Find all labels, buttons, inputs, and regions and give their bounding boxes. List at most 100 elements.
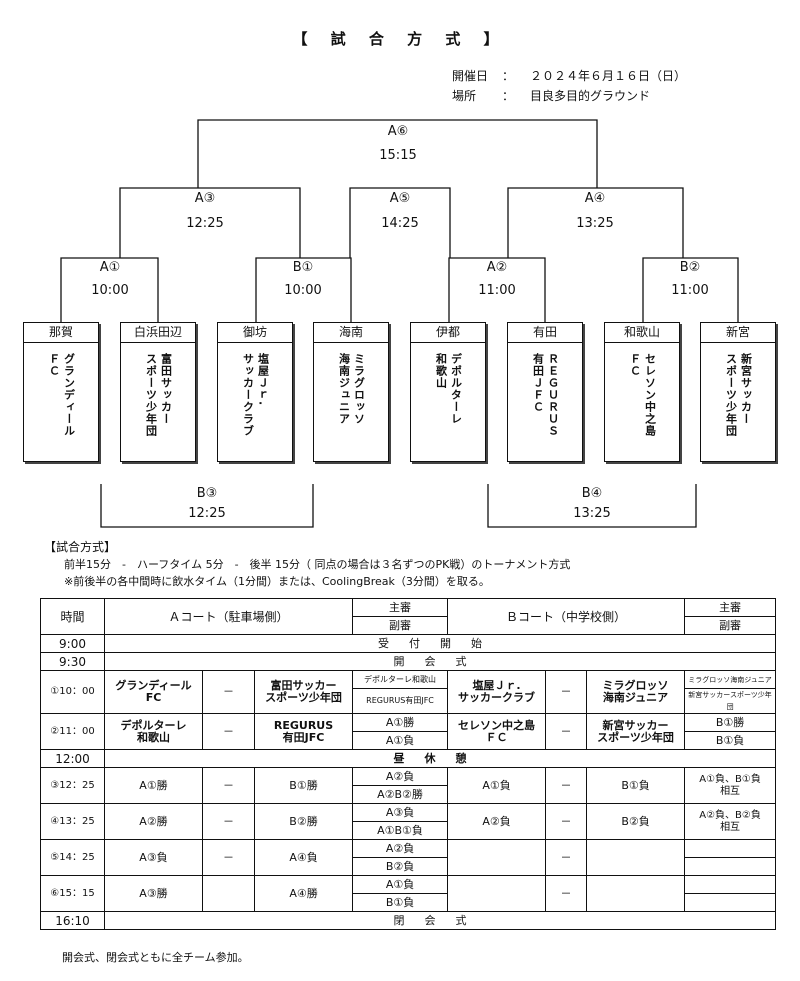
row-1610: 16:10 閉会式 bbox=[40, 911, 777, 930]
b2-bracket-line bbox=[642, 257, 739, 322]
date-row: 開催日 ： ２０２４年６月１６日（日） bbox=[452, 67, 686, 84]
venue-value: 目良多目的グラウンド bbox=[530, 89, 651, 103]
a-sub-referee: REGURUS有田JFC bbox=[352, 688, 449, 714]
time-cell: ①10：00 bbox=[40, 670, 105, 714]
a4-bracket-line bbox=[507, 187, 684, 258]
time-cell: ②11：00 bbox=[40, 713, 105, 750]
team-box-shingu: 新宮 新宮サッカー スポーツ少年団 bbox=[700, 322, 776, 462]
rules-line: 前半15分 - ハーフタイム 5分 - 後半 15分（ 同点の場合は３名ずつのP… bbox=[64, 558, 571, 571]
team-box-gobo: 御坊 塩屋Ｊｒ. サッカークラブ bbox=[217, 322, 293, 462]
footer-note: 開会式、閉会式ともに全チーム参加。 bbox=[62, 951, 249, 964]
b-sub-referee bbox=[684, 857, 777, 876]
team-region: 御坊 bbox=[218, 323, 292, 343]
b-home-team: A①負 bbox=[447, 767, 547, 804]
header-court-b: Ｂコート（中学校側） bbox=[447, 598, 686, 635]
team-name-line: ミラグロッソ bbox=[352, 353, 366, 425]
time-cell: ③12：25 bbox=[40, 767, 105, 804]
time-cell: ④13：25 bbox=[40, 803, 105, 840]
time-cell: 9:30 bbox=[40, 652, 105, 671]
team-region: 那賀 bbox=[24, 323, 98, 343]
match-row-4: ④13：25 A②勝 － B②勝 A③負 A②負 － B②負 A②負、B②負相互 bbox=[40, 803, 777, 840]
team-name: 富田サッカー スポーツ少年団 bbox=[121, 343, 195, 461]
team-name-line: スポーツ少年団 bbox=[724, 353, 738, 437]
r1-a2-label: A② bbox=[486, 260, 508, 275]
team-region: 和歌山 bbox=[605, 323, 679, 343]
match-row-5: ⑤14：25 A③負 － A④負 A②負 － bbox=[40, 839, 777, 876]
b4-bracket-line bbox=[487, 484, 697, 528]
b-referee: A①負、B①負相互 bbox=[684, 767, 777, 804]
schedule-table: 時間 Ａコート（駐車場側） 主審 Ｂコート（中学校側） 主審 副審 副審 9:0… bbox=[40, 598, 777, 930]
a-away-team: A④負 bbox=[253, 839, 354, 876]
consolation-b3-label: B③ bbox=[196, 486, 218, 501]
team-name: 新宮サッカー スポーツ少年団 bbox=[701, 343, 775, 461]
r1-a1-time: 10:00 bbox=[91, 283, 129, 298]
venue-label: 場所 bbox=[452, 89, 477, 103]
final-bracket-line bbox=[197, 119, 598, 188]
date-colon: ： bbox=[502, 69, 515, 83]
b-away-team bbox=[586, 875, 686, 912]
final-match-label: A⑥ bbox=[387, 124, 409, 139]
row-0900: 9:00 受付開始 bbox=[40, 634, 777, 653]
event-cell: 開会式 bbox=[103, 652, 777, 671]
a-away-team: A④勝 bbox=[253, 875, 354, 912]
vs-dash: － bbox=[202, 767, 255, 804]
a-home-team: A①勝 bbox=[104, 767, 203, 804]
b-home-team bbox=[447, 875, 547, 912]
semi-a5-label: A⑤ bbox=[389, 191, 411, 206]
date-value: ２０２４年６月１６日（日） bbox=[530, 69, 687, 83]
b3-bracket-line bbox=[100, 484, 314, 528]
a-home-team: A②勝 bbox=[104, 803, 203, 840]
semi-a5-time: 14:25 bbox=[381, 216, 419, 231]
team-name: デポルターレ 和歌山 bbox=[411, 343, 485, 461]
b-home-team bbox=[447, 839, 547, 876]
b-sub-referee: B①負 bbox=[684, 731, 777, 750]
vs-dash: － bbox=[545, 713, 588, 750]
time-cell: ⑤14：25 bbox=[40, 839, 105, 876]
match-row-6: ⑥15：15 A③勝 A④勝 A①負 － bbox=[40, 875, 777, 912]
team-box-shirahama-tanabe: 白浜田辺 富田サッカー スポーツ少年団 bbox=[120, 322, 196, 462]
rules-note: ※前後半の各中間時に飲水タイム（1分間）または、CoolingBreak（3分間… bbox=[64, 575, 490, 588]
match-row-3b: A②B②勝 bbox=[41, 785, 776, 804]
team-name-line: 新宮サッカー bbox=[739, 353, 753, 425]
team-name-line: サッカークラブ bbox=[241, 353, 255, 437]
venue-colon: ： bbox=[502, 89, 515, 103]
a-home-team: デポルターレ和歌山 bbox=[104, 713, 203, 750]
team-box-wakayama: 和歌山 セレソン中之島 ＦＣ bbox=[604, 322, 680, 462]
a-home-team: A③負 bbox=[104, 839, 203, 876]
team-name-line: セレソン中之島 bbox=[643, 353, 657, 437]
team-region: 新宮 bbox=[701, 323, 775, 343]
a-sub-referee: B①負 bbox=[352, 893, 449, 912]
consolation-b4-label: B④ bbox=[581, 486, 603, 501]
date-label: 開催日 bbox=[452, 69, 489, 83]
b-referee: A②負、B②負相互 bbox=[684, 803, 777, 840]
time-cell: ⑥15：15 bbox=[40, 875, 105, 912]
event-cell: 受付開始 bbox=[103, 634, 777, 653]
final-match-time: 15:15 bbox=[379, 148, 417, 163]
team-name: 塩屋Ｊｒ. サッカークラブ bbox=[218, 343, 292, 461]
a3-bracket-line bbox=[119, 187, 301, 258]
a1-bracket-line bbox=[60, 257, 159, 322]
b-referee: B①勝 bbox=[684, 713, 777, 732]
vs-dash: － bbox=[202, 670, 255, 714]
b-home-team: A②負 bbox=[447, 803, 547, 840]
semi-a3-label: A③ bbox=[194, 191, 216, 206]
header-time: 時間 bbox=[40, 598, 105, 635]
time-cell: 16:10 bbox=[40, 911, 105, 930]
vs-dash: － bbox=[545, 839, 588, 876]
semi-a3-time: 12:25 bbox=[186, 216, 224, 231]
a-away-team: 富田サッカースポーツ少年団 bbox=[253, 670, 354, 714]
team-box-ito: 伊都 デポルターレ 和歌山 bbox=[410, 322, 486, 462]
b-away-team: 新宮サッカースポーツ少年団 bbox=[586, 713, 686, 750]
team-region: 海南 bbox=[314, 323, 388, 343]
a-sub-referee: A①B①負 bbox=[352, 821, 449, 840]
a-referee: デポルターレ和歌山 bbox=[352, 670, 449, 689]
semi-a4-time: 13:25 bbox=[576, 216, 614, 231]
team-name: ミラグロッソ 海南ジュニア bbox=[314, 343, 388, 461]
a2-bracket-line bbox=[448, 257, 546, 322]
header-row-2: 副審 副審 bbox=[41, 616, 777, 635]
a-away-team: B①勝 bbox=[253, 767, 354, 804]
